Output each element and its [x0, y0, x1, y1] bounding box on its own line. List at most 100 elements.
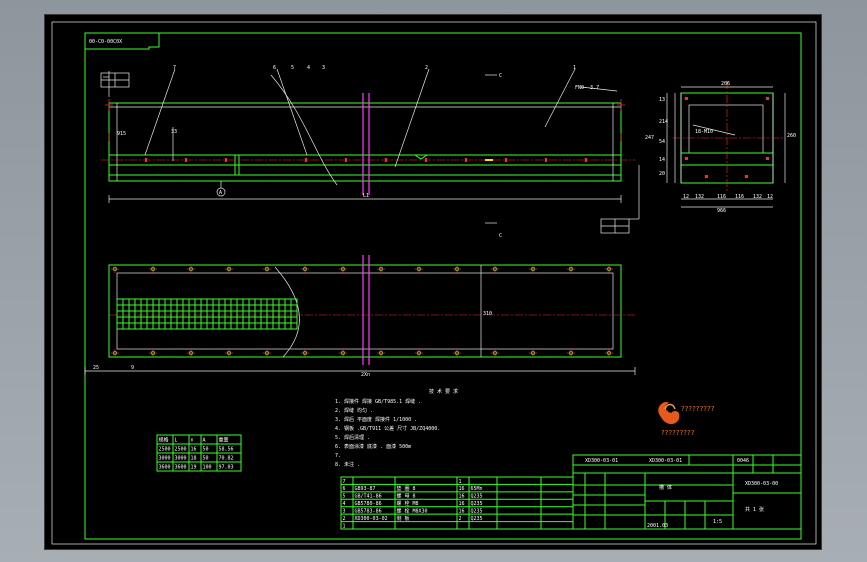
- parts-list-cell: 16: [459, 494, 465, 500]
- notes-list: 1. 焊接件 焊接 GB/T985.1 焊缝 . 2. 焊缝 均匀 . 3. 焊…: [335, 398, 440, 468]
- size-table-cell: 97.03: [219, 465, 234, 471]
- parts-list-cell: 1: [343, 523, 346, 529]
- weld-tag: FN0- 3.7: [575, 85, 599, 91]
- flame-icon: [658, 401, 680, 425]
- size-table-header: 规格: [159, 437, 169, 444]
- title-part-code: XD300-03-01: [649, 458, 682, 464]
- parts-list-cell: 垫 圈 8: [397, 485, 416, 492]
- parts-list-cell: 4: [343, 501, 346, 507]
- plan-mid-dim: 9: [131, 365, 134, 371]
- parts-list-cell: 侧 板: [397, 515, 410, 522]
- logo: [658, 401, 680, 425]
- size-table-cell: 100: [203, 465, 212, 471]
- parts-list-cell: GB/T41-86: [355, 494, 382, 500]
- callout-4: 4: [307, 65, 310, 71]
- front-bolt-marks: [145, 158, 587, 162]
- section-dim-5: 12: [767, 194, 773, 200]
- size-table-cell: 2500: [159, 447, 171, 453]
- parts-list-cell: Q235: [471, 509, 483, 515]
- size-table-cell: 18: [191, 456, 197, 462]
- front-overall-length: L1: [363, 193, 369, 199]
- size-table-header: A: [203, 438, 206, 444]
- note-6: 6. 表面涂漆 底漆 . 面漆 500m: [335, 443, 411, 450]
- parts-list-cell: 螺 栓 M8: [397, 500, 419, 507]
- size-table-cell: 3000: [159, 456, 171, 462]
- title-scale: 1:5: [713, 519, 722, 525]
- title-name: 槽 体: [659, 484, 672, 491]
- cad-viewport[interactable]: 00-C0-00C0X: [44, 14, 822, 550]
- size-table-header: L: [175, 438, 178, 444]
- mesh-grid: [116, 298, 298, 330]
- parts-list-cell: 螺 母 8: [397, 493, 416, 500]
- parts-list-cell: 6: [343, 486, 346, 492]
- note-7: 7.: [335, 453, 341, 459]
- drawing-code: 00-C0-00C0X: [89, 39, 122, 45]
- section-left-h-2: 54: [659, 139, 665, 145]
- section-right-height: 260: [787, 133, 796, 139]
- section-view: [666, 81, 786, 208]
- section-inner-label: 18-M10: [695, 129, 713, 135]
- parts-list-cell: 16: [459, 486, 465, 492]
- size-table-cell: 3000: [175, 456, 187, 462]
- section-label-bottom: C: [499, 233, 502, 239]
- front-left-dim: 915: [117, 131, 126, 137]
- section-left-h-3: 14: [659, 157, 665, 163]
- parts-list-cell: 5: [343, 494, 346, 500]
- callout-6: 6: [273, 65, 276, 71]
- parts-list-cell: Q235: [471, 501, 483, 507]
- front-view: [100, 68, 640, 234]
- callout-5: 5: [291, 65, 294, 71]
- parts-list-cell: 65Mn: [471, 486, 483, 492]
- parts-list-cell: 螺 栓 M8X30: [397, 508, 428, 515]
- title-ref-no: XD300-03-01: [585, 458, 618, 464]
- section-dim-0: 12: [683, 194, 689, 200]
- parts-list-cell: 1: [459, 479, 462, 485]
- note-8: 8. 未注 .: [335, 461, 360, 468]
- note-5: 5. 焊后清理 .: [335, 434, 370, 441]
- callout-3: 3: [322, 65, 325, 71]
- note-2: 2. 焊缝 均匀 .: [335, 407, 373, 414]
- section-bottom-width: 966: [717, 208, 726, 214]
- plan-overall: 2Xn: [361, 372, 370, 378]
- section-top-width: 206: [721, 81, 730, 87]
- callout-2: 2: [425, 65, 428, 71]
- callout-7: 7: [173, 65, 176, 71]
- parts-list-cell: Q235: [471, 516, 483, 522]
- parts-list-cell: XD300-03-02: [355, 516, 388, 522]
- parts-list-cell: GB93-87: [355, 486, 376, 492]
- outer-frame: [51, 21, 817, 545]
- plan-view: [108, 255, 635, 365]
- plan-width: 310: [483, 311, 492, 317]
- logo-text: ?????????: [681, 405, 715, 413]
- front-inner-dim: 33: [171, 129, 177, 135]
- logo-subtext: ?????????: [661, 429, 695, 437]
- size-table-header: 重量: [219, 437, 229, 444]
- parts-list-cell: GB5783-86: [355, 509, 382, 515]
- title-drawing-no: XD300-03-00: [745, 481, 778, 487]
- plan-left-dim: 25: [93, 365, 99, 371]
- plan-dims: [84, 265, 636, 375]
- size-table-cell: 50: [203, 456, 209, 462]
- section-label-top: C: [499, 73, 502, 79]
- note-4: 4. 钢板 .GB/T911 公差 尺寸 JB/ZQ4000.: [335, 425, 440, 432]
- parts-list-cell: 16: [459, 501, 465, 507]
- callout-1: 1: [573, 65, 576, 71]
- title-weight-label: 0046: [737, 458, 749, 464]
- engineering-drawing: 00-C0-00C0X: [51, 21, 817, 545]
- section-dim-3: 116: [735, 194, 744, 200]
- size-table-cell: 19: [191, 465, 197, 471]
- section-dim-4: 132: [753, 194, 762, 200]
- title-block: [572, 454, 802, 530]
- title-sheet: 共 1 张: [745, 506, 764, 513]
- datum-label: A: [219, 190, 222, 196]
- note-1: 1. 焊接件 焊接 GB/T985.1 焊缝 .: [335, 398, 421, 405]
- parts-list-cell: Q235: [471, 494, 483, 500]
- parts-list-cell: 2: [459, 516, 462, 522]
- parts-list-cell: 16: [459, 509, 465, 515]
- size-table-cell: 3600: [175, 465, 187, 471]
- section-total-height: 247: [645, 135, 654, 141]
- section-left-h-4: 20: [659, 171, 665, 177]
- size-table-cell: 16: [191, 447, 197, 453]
